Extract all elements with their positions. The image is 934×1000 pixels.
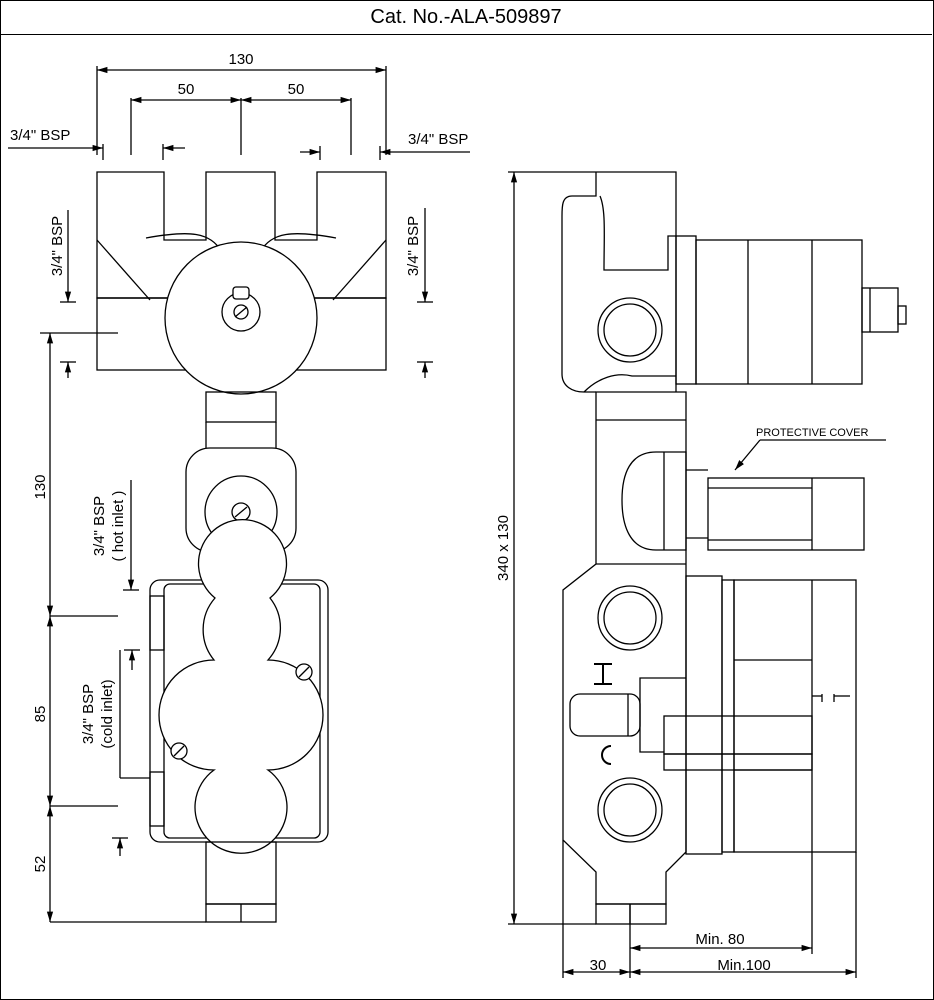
front-view [8, 66, 470, 923]
bsp-top-left-label: 3/4" BSP [10, 127, 70, 144]
dim-upper-height: 130 [32, 474, 49, 499]
bsp-side-right-label: 3/4" BSP [405, 216, 422, 276]
dim-right-spacing: 50 [288, 81, 305, 98]
hot-inlet-label-2: ( hot inlet ) [110, 491, 127, 562]
dim-low-height: 52 [32, 856, 49, 873]
dim-overall-width: 130 [228, 51, 253, 68]
bsp-side-left-label: 3/4" BSP [49, 216, 66, 276]
overall-size-label: 340 x 130 [495, 515, 512, 581]
cold-inlet-label-1: 3/4" BSP [80, 684, 97, 744]
dim-min100: Min.100 [717, 957, 770, 974]
dim-min80: Min. 80 [695, 931, 744, 948]
hot-mark [594, 663, 612, 685]
dim-mid-height: 85 [32, 706, 49, 723]
hot-inlet-label-1: 3/4" BSP [91, 496, 108, 556]
catalog-number: Cat. No.-ALA-509897 [370, 5, 562, 28]
bsp-top-right-label: 3/4" BSP [408, 131, 468, 148]
dim-depth: 30 [590, 957, 607, 974]
dim-left-spacing: 50 [178, 81, 195, 98]
title-bar: Cat. No.-ALA-509897 [0, 0, 932, 35]
side-view [508, 171, 907, 978]
protective-cover-label: PROTECTIVE COVER [756, 427, 869, 439]
cold-inlet-label-2: (cold inlet) [99, 679, 116, 748]
cold-mark [601, 745, 612, 765]
